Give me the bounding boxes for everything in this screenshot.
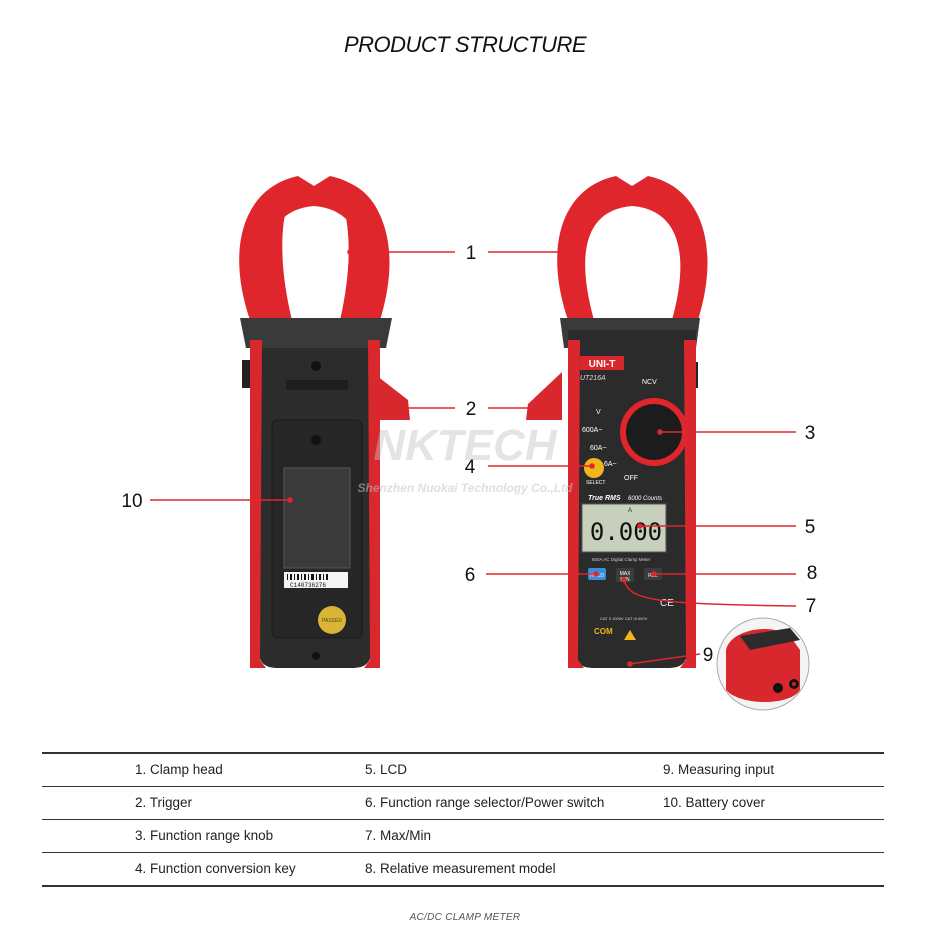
legend-row: 2. Trigger 6. Function range selector/Po…: [42, 786, 884, 819]
passed-seal: [318, 606, 346, 634]
front-trigger: [526, 372, 562, 420]
select-key: [584, 458, 604, 478]
callout-9: 9: [703, 645, 714, 666]
lcd-value: 0.000: [590, 518, 662, 546]
legend-cell: 7. Max/Min: [365, 828, 432, 843]
legend-table: 1. Clamp head 5. LCD 9. Measuring input …: [42, 752, 884, 887]
callout-5: 5: [805, 517, 816, 538]
lcd-unit: A: [628, 508, 632, 514]
lcd-screen: [581, 503, 667, 553]
cat-rating: CAT II 1000V CAT III 600V: [600, 616, 648, 621]
dial-label-ncv: NCV: [642, 379, 657, 386]
passed-text: PASSED: [322, 618, 342, 624]
warning-triangle-icon: [624, 630, 636, 640]
callout-1: 1: [466, 243, 477, 264]
legend-cell: 1. Clamp head: [135, 762, 223, 777]
model-label: UT216A: [580, 375, 606, 382]
legend-cell: 6. Function range selector/Power switch: [365, 795, 605, 810]
callout-7: 7: [806, 596, 817, 617]
callout-4: 4: [465, 457, 476, 478]
callout-6: 6: [465, 565, 476, 586]
com-label: COM: [594, 627, 613, 636]
ce-mark: CE: [660, 598, 674, 609]
callout-10: 10: [121, 491, 142, 512]
product-illustration: C140736276 PASSED UNI-T UT216A NCV V 600…: [121, 176, 818, 711]
back-view: C140736276 PASSED: [239, 176, 410, 668]
callout-8: 8: [807, 563, 818, 584]
dial-label-v: V: [596, 409, 601, 416]
dial-label-6a: 6A~: [604, 461, 617, 468]
legend-row: 4. Function conversion key 8. Relative m…: [42, 852, 884, 887]
watermark-brand: NKTECH: [373, 421, 558, 470]
dial-label-60a: 60A~: [590, 445, 607, 452]
legend-row: 1. Clamp head 5. LCD 9. Measuring input: [42, 752, 884, 786]
page-title: PRODUCT STRUCTURE: [343, 32, 587, 57]
maxmin-button: [616, 568, 634, 582]
select-label: SELECT: [586, 480, 605, 486]
callout-3: 3: [805, 423, 816, 444]
true-rms-label: True RMS: [588, 495, 621, 502]
legend-cell: 3. Function range knob: [135, 828, 274, 843]
watermark-company: Shenzhen Nuokai Technology Co.,Ltd: [358, 481, 574, 495]
legend-cell: 5. LCD: [365, 762, 408, 777]
legend-cell: 4. Function conversion key: [135, 861, 296, 876]
footer-caption: AC/DC CLAMP METER: [409, 912, 521, 923]
svg-text:MAX: MAX: [620, 571, 632, 577]
callout-lines: [150, 249, 797, 667]
warning-label: [283, 467, 351, 569]
legend-row: 3. Function range knob 7. Max/Min: [42, 819, 884, 852]
legend-cell: 2. Trigger: [135, 795, 193, 810]
legend-cell: 8. Relative measurement model: [365, 861, 556, 876]
meter-subtitle: 600A AC Digital Clamp Meter: [592, 557, 651, 562]
callout-2: 2: [466, 399, 477, 420]
front-clamp-head: [557, 176, 708, 320]
legend-cell: 10. Battery cover: [663, 795, 766, 810]
brand-logo: UNI-T: [589, 359, 616, 370]
barcode: [287, 574, 328, 580]
input-inset: [716, 617, 810, 711]
counts-label: 6000 Counts: [628, 496, 662, 502]
dial-label-off: OFF: [624, 475, 638, 482]
front-view: UNI-T UT216A NCV V 600A~ 60A~ 6A~ OFF SE…: [526, 176, 708, 668]
legend-cell: 9. Measuring input: [663, 762, 775, 777]
dial-label-600a: 600A~: [582, 427, 602, 434]
serial-number: C140736276: [290, 582, 326, 589]
